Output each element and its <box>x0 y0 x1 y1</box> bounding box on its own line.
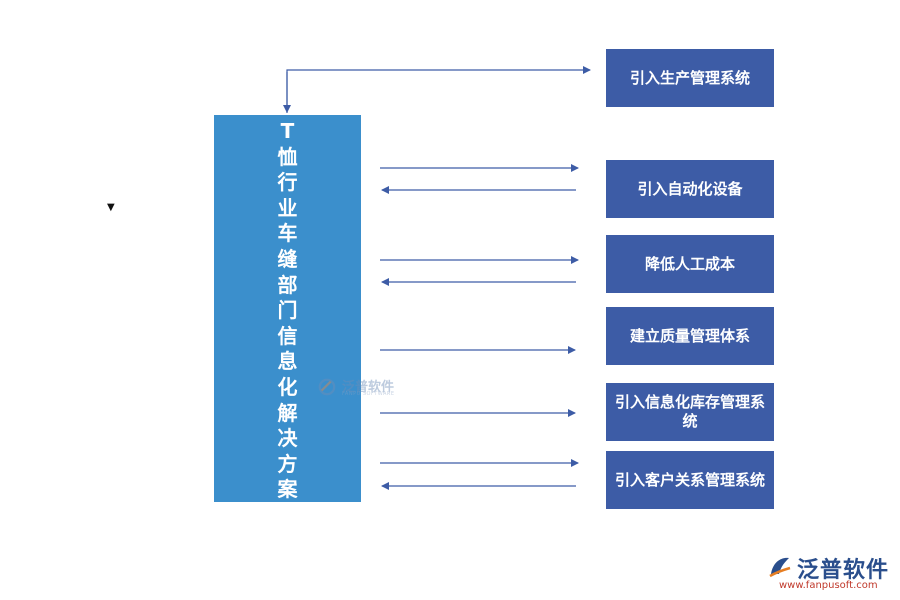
watermark: 泛普软件 FANPU SOFTWARE <box>318 376 418 400</box>
title-char: 息 <box>277 349 298 374</box>
solution-box-crm: 引入客户关系管理系统 <box>606 451 774 509</box>
solution-box-inventory: 引入信息化库存管理系统 <box>606 383 774 441</box>
title-char: 恤 <box>277 144 298 169</box>
triangle-marker-icon: ▼ <box>107 202 115 213</box>
title-char: 化 <box>277 374 298 399</box>
title-char: 业 <box>277 195 298 220</box>
title-char: 缝 <box>277 246 298 271</box>
watermark-name: 泛普软件 <box>342 380 395 395</box>
fanpu-logo-icon <box>769 557 791 578</box>
title-char: T <box>280 119 295 143</box>
brand-logo: 泛普软件 www.fanpusoft.com <box>767 552 893 596</box>
title-char: 解 <box>277 400 298 425</box>
solution-box-labor-cost: 降低人工成本 <box>606 235 774 293</box>
title-char: 车 <box>277 221 298 246</box>
logo-url: www.fanpusoft.com <box>779 580 878 591</box>
title-char: 门 <box>277 298 298 323</box>
logo-name: 泛普软件 <box>797 558 890 583</box>
watermark-logo-icon <box>318 378 336 396</box>
title-char: 案 <box>277 477 298 502</box>
loop-arrow-to-production <box>286 66 591 113</box>
solution-box-production-system: 引入生产管理系统 <box>606 49 774 107</box>
title-char: 部 <box>277 272 298 297</box>
main-solution-box: T 恤 行 业 车 缝 部 门 信 息 化 解 决 方 案 <box>214 115 361 502</box>
watermark-sub: FANPU SOFTWARE <box>342 391 395 397</box>
solution-box-quality: 建立质量管理体系 <box>606 307 774 365</box>
title-char: 方 <box>277 451 298 476</box>
title-char: 行 <box>277 170 298 195</box>
solution-box-automation: 引入自动化设备 <box>606 160 774 218</box>
main-solution-title: T 恤 行 业 车 缝 部 门 信 息 化 解 决 方 案 <box>214 119 361 503</box>
title-char: 信 <box>277 323 298 348</box>
title-char: 决 <box>277 426 298 451</box>
